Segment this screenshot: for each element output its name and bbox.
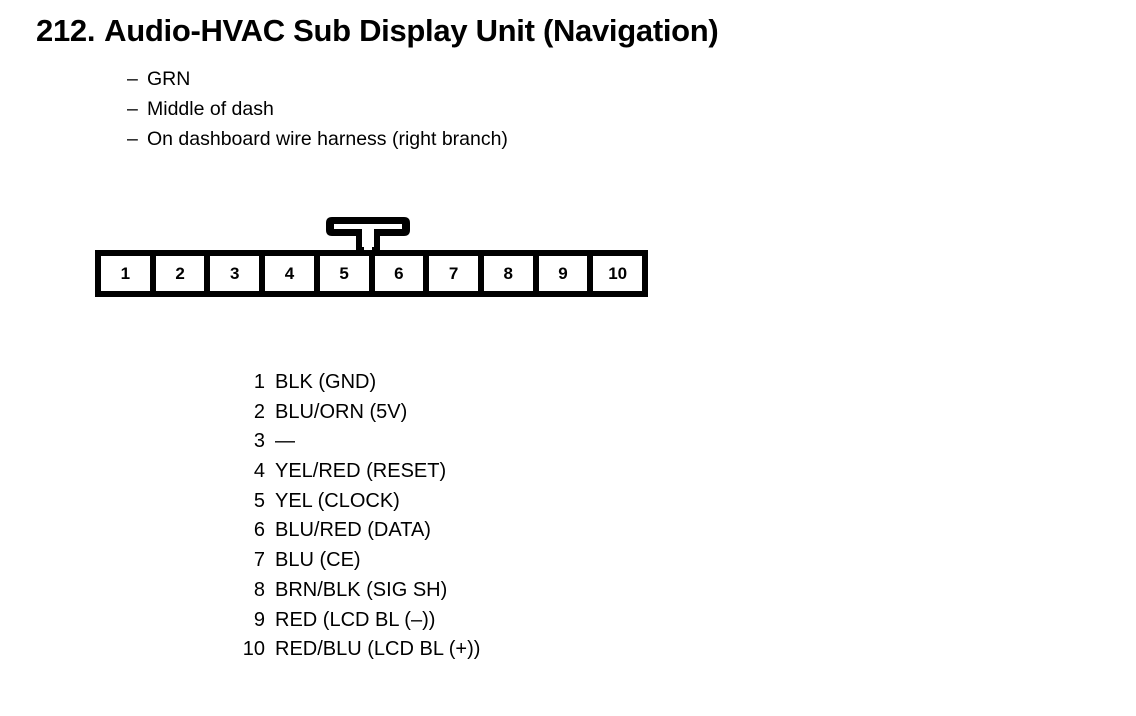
pin-row: 2 BLU/ORN (5V) xyxy=(180,398,480,428)
pin-row: 10 RED/BLU (LCD BL (+)) xyxy=(180,635,481,665)
connector-pin-cell: 6 xyxy=(374,256,424,291)
pin-row-number: 8 xyxy=(253,578,265,601)
pin-row-number: 2 xyxy=(253,400,265,423)
connector-pin-cell: 2 xyxy=(155,256,205,291)
page-title-number: 212. xyxy=(36,13,96,48)
pin-row-label: BLU (CE) xyxy=(275,549,361,572)
pin-row-number: 6 xyxy=(253,519,265,542)
pin-row-number: 5 xyxy=(253,489,265,512)
pin-row: 4 YEL/RED (RESET) xyxy=(180,457,480,487)
pin-row-label: RED/BLU (LCD BL (+)) xyxy=(275,638,481,661)
pin-row: 1 BLK (GND) xyxy=(180,368,480,398)
connector-pin-cell: 3 xyxy=(210,256,260,291)
pin-row: 9 RED (LCD BL (–)) xyxy=(180,606,480,636)
page-title: 212.Audio-HVAC Sub Display Unit (Navigat… xyxy=(36,13,719,49)
pin-row-label: BLK (GND) xyxy=(275,371,377,393)
note-dash-icon: – xyxy=(127,68,138,90)
note-dash-icon: – xyxy=(127,98,138,120)
pin-row-label: BLU/RED (DATA) xyxy=(275,519,431,542)
note-row: –On dashboard wire harness (right branch… xyxy=(127,124,508,154)
connector-pin-cell: 8 xyxy=(483,256,533,291)
pin-row: 8 BRN/BLK (SIG SH) xyxy=(180,576,480,606)
connector-pin-cell: 5 xyxy=(319,256,369,291)
notes-list: –GRN–Middle of dash–On dashboard wire ha… xyxy=(127,64,508,154)
pin-row: 6 BLU/RED (DATA) xyxy=(180,516,480,546)
pin-row-label: BRN/BLK (SIG SH) xyxy=(275,578,448,601)
pin-row-number: 1 xyxy=(253,371,265,393)
pin-row: 7 BLU (CE) xyxy=(180,546,480,576)
note-dash-icon: – xyxy=(127,128,138,150)
pin-row-number: 4 xyxy=(253,460,265,483)
note-row: –GRN xyxy=(127,64,508,94)
pin-row-label: BLU/ORN (5V) xyxy=(275,400,408,423)
note-text: GRN xyxy=(147,68,191,90)
page-title-text: Audio-HVAC Sub Display Unit (Navigation) xyxy=(104,13,719,48)
connector-locking-tab-icon xyxy=(318,213,418,253)
pin-row-number: 3 xyxy=(253,430,265,453)
pin-row-label: YEL/RED (RESET) xyxy=(275,460,447,483)
connector-pin-cell: 7 xyxy=(429,256,478,291)
note-text: On dashboard wire harness (right branch) xyxy=(147,128,508,150)
pin-row-label: RED (LCD BL (–)) xyxy=(275,608,436,631)
connector-pin-cell: 1 xyxy=(101,256,150,291)
pin-row: 3— xyxy=(180,427,480,457)
connector-pin-cell: 4 xyxy=(265,256,314,291)
connector-pin-cell: 9 xyxy=(538,256,588,291)
pin-row-number: 7 xyxy=(253,549,265,572)
note-text: Middle of dash xyxy=(147,98,274,120)
pin-row-number: 9 xyxy=(253,608,265,631)
pin-row-label: — xyxy=(275,430,295,453)
pin-row: 5 YEL (CLOCK) xyxy=(180,487,480,517)
connector-pin-cell: 10 xyxy=(593,256,643,291)
pin-row-number: 10 xyxy=(242,638,265,661)
note-row: –Middle of dash xyxy=(127,94,508,124)
pin-row-label: YEL (CLOCK) xyxy=(275,489,400,512)
